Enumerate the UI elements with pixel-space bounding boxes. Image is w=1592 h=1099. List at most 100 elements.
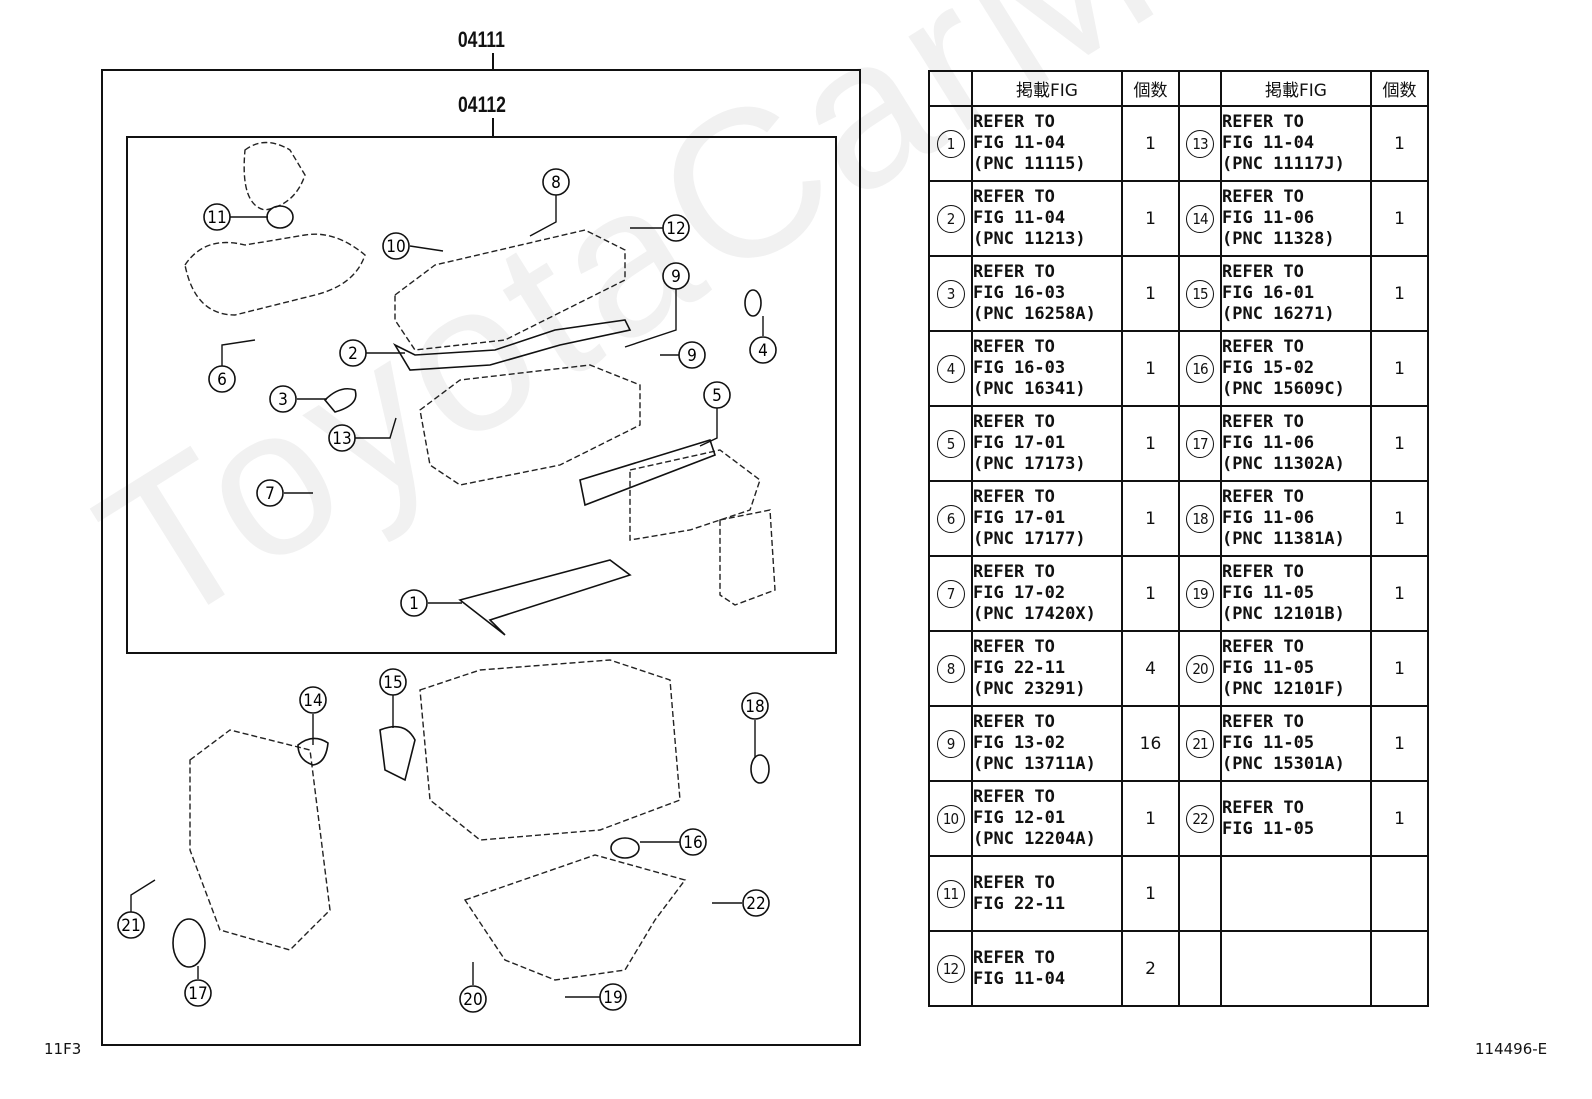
fig-reference-line: FIG 13-02 bbox=[973, 733, 1066, 753]
quantity-cell: 1 bbox=[1121, 555, 1180, 632]
callout-11[interactable]: 11 bbox=[203, 203, 231, 231]
item-number-badge[interactable]: 18 bbox=[1186, 504, 1214, 533]
item-number-cell: 12 bbox=[928, 930, 973, 1007]
fig-reference-line: FIG 11-06 bbox=[1222, 508, 1315, 528]
callout-17[interactable]: 17 bbox=[184, 979, 212, 1007]
callout-16[interactable]: 16 bbox=[679, 828, 707, 856]
callout-12[interactable]: 12 bbox=[662, 214, 690, 242]
callout-circle bbox=[741, 692, 769, 720]
callout-14[interactable]: 14 bbox=[299, 686, 327, 714]
item-number-badge[interactable]: 2 bbox=[936, 204, 965, 233]
callout-circle bbox=[208, 365, 236, 393]
callout-9b[interactable]: 9 bbox=[678, 341, 706, 369]
head-gasket-1-shape bbox=[458, 559, 632, 636]
callout-circle bbox=[382, 232, 410, 260]
callout-9a[interactable]: 9 bbox=[662, 262, 690, 290]
callout-18[interactable]: 18 bbox=[741, 692, 769, 720]
item-number-badge[interactable]: 10 bbox=[936, 804, 965, 833]
callout-3[interactable]: 3 bbox=[269, 385, 297, 413]
header-qty: 個数 bbox=[1370, 70, 1429, 107]
item-number-badge[interactable]: 5 bbox=[936, 429, 965, 458]
fig-reference-line: REFER TO bbox=[973, 262, 1055, 282]
cylinder-block bbox=[419, 659, 681, 841]
item-number-badge[interactable]: 9 bbox=[936, 729, 965, 758]
callout-4[interactable]: 4 bbox=[749, 336, 777, 364]
item-number-badge[interactable]: 16 bbox=[1186, 354, 1214, 383]
fig-reference-line: REFER TO bbox=[1222, 797, 1304, 818]
callout-label: 7 bbox=[265, 484, 275, 504]
callout-21[interactable]: 21 bbox=[117, 911, 145, 939]
item-number-badge[interactable]: 21 bbox=[1186, 729, 1214, 758]
item-number-badge[interactable]: 1 bbox=[936, 129, 965, 158]
item-number-cell: 20 bbox=[1178, 630, 1222, 707]
callout-22[interactable]: 22 bbox=[742, 889, 770, 917]
leader-line bbox=[492, 53, 494, 70]
callout-10[interactable]: 10 bbox=[382, 232, 410, 260]
fig-reference-line: FIG 11-05 bbox=[1222, 583, 1315, 603]
quantity-cell: 1 bbox=[1370, 105, 1429, 182]
oil-pan bbox=[463, 854, 687, 981]
quantity-cell: 1 bbox=[1121, 855, 1180, 932]
item-number-badge[interactable]: 8 bbox=[936, 654, 965, 683]
callout-7[interactable]: 7 bbox=[256, 479, 284, 507]
callout-15[interactable]: 15 bbox=[379, 668, 407, 696]
item-number-badge[interactable]: 12 bbox=[936, 954, 965, 983]
item-number-badge[interactable]: 11 bbox=[936, 879, 965, 908]
fig-reference-line: (PNC 11328) bbox=[1222, 229, 1335, 249]
item-number-badge[interactable]: 19 bbox=[1186, 579, 1214, 608]
callout-circle bbox=[662, 262, 690, 290]
item-number-cell: 2 bbox=[928, 180, 973, 257]
callout-5[interactable]: 5 bbox=[703, 381, 731, 409]
item-number-badge[interactable]: 3 bbox=[936, 279, 965, 308]
item-number-badge[interactable]: 15 bbox=[1186, 279, 1214, 308]
header-number bbox=[1178, 70, 1222, 107]
fig-reference-line: (PNC 13711A) bbox=[973, 754, 1096, 774]
header-fig: 掲載FIG bbox=[971, 70, 1123, 107]
item-number-badge[interactable]: 13 bbox=[1186, 129, 1214, 158]
item-number-cell: 13 bbox=[1178, 105, 1222, 182]
callout-1[interactable]: 1 bbox=[400, 589, 428, 617]
callout-8[interactable]: 8 bbox=[542, 168, 570, 196]
callout-20[interactable]: 20 bbox=[459, 985, 487, 1013]
callout-2[interactable]: 2 bbox=[339, 339, 367, 367]
callout-circle bbox=[400, 589, 428, 617]
callout-13[interactable]: 13 bbox=[328, 424, 356, 452]
callout-19[interactable]: 19 bbox=[599, 983, 627, 1011]
item-number-badge[interactable]: 7 bbox=[936, 579, 965, 608]
fig-reference-line: REFER TO bbox=[973, 872, 1055, 893]
item-number-cell: 3 bbox=[928, 255, 973, 332]
header-qty: 個数 bbox=[1121, 70, 1180, 107]
item-number-badge[interactable]: 4 bbox=[936, 354, 965, 383]
item-number-badge[interactable]: 14 bbox=[1186, 204, 1214, 233]
fig-reference-line: REFER TO bbox=[973, 112, 1055, 132]
item-number-cell bbox=[1178, 930, 1222, 1007]
callout-circle bbox=[742, 889, 770, 917]
quantity-cell: 1 bbox=[1370, 330, 1429, 407]
page-code: 11F3 bbox=[44, 1040, 82, 1058]
gasket-16-shape bbox=[610, 837, 640, 859]
callout-circle bbox=[203, 203, 231, 231]
item-number-badge[interactable]: 17 bbox=[1186, 429, 1214, 458]
assembly-code-04112[interactable]: 04112 bbox=[457, 92, 506, 117]
timing-chain-cover bbox=[189, 729, 331, 951]
fig-reference-line: FIG 11-06 bbox=[1222, 208, 1315, 228]
quantity-cell: 2 bbox=[1121, 930, 1180, 1007]
assembly-outer-frame bbox=[101, 69, 861, 1046]
item-number-badge[interactable]: 20 bbox=[1186, 654, 1214, 683]
callout-label: 16 bbox=[683, 833, 702, 853]
fig-reference-line: REFER TO bbox=[1222, 337, 1304, 357]
fig-reference-line: REFER TO bbox=[973, 787, 1055, 807]
item-number-badge[interactable]: 6 bbox=[936, 504, 965, 533]
assembly-code-04111[interactable]: 04111 bbox=[457, 27, 505, 52]
callout-6[interactable]: 6 bbox=[208, 365, 236, 393]
item-number-badge[interactable]: 22 bbox=[1186, 804, 1214, 833]
